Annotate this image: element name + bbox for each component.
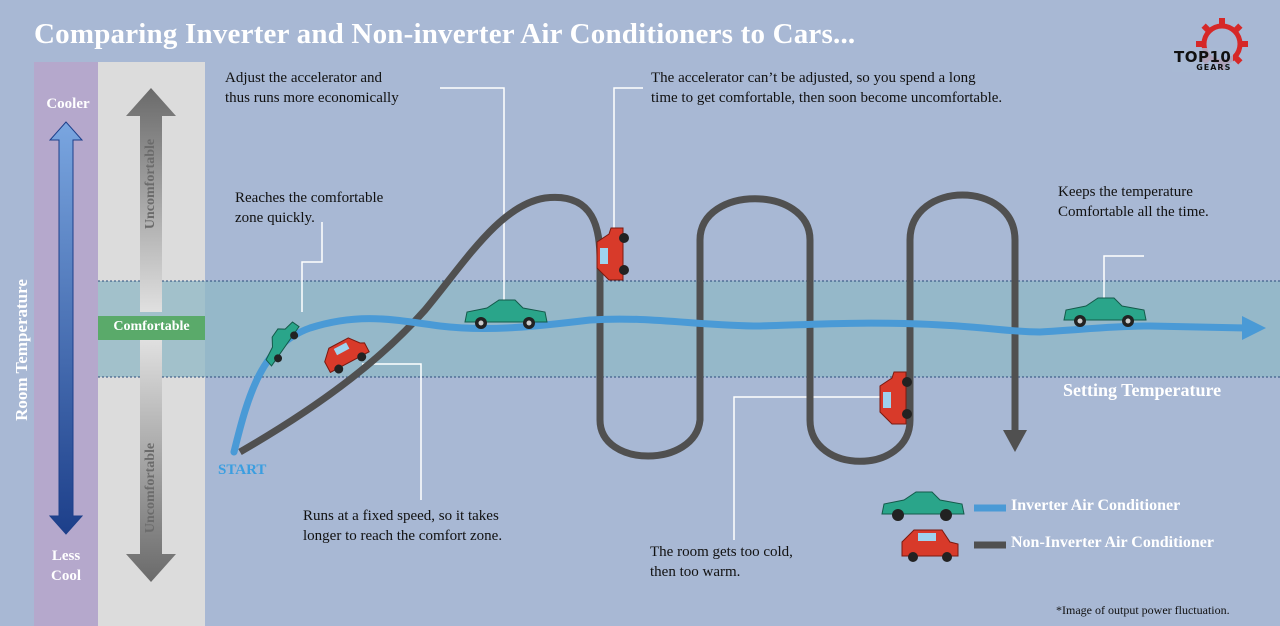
legend-non-inverter-car-icon xyxy=(901,529,959,562)
annotation-keeps-line2: Comfortable all the time. xyxy=(1058,204,1209,220)
annotation-fixed-speed: Runs at a fixed speed, so it takes longe… xyxy=(303,506,502,546)
annotation-adjust-line2: thus runs more economically xyxy=(225,90,399,106)
axis-bottom-label-line2: Cool xyxy=(51,568,81,584)
comfortable-label: Comfortable xyxy=(113,319,190,334)
red-car-descending xyxy=(596,227,629,281)
legend-inverter-label: Inverter Air Conditioner xyxy=(1011,497,1181,514)
annotation-fixed-line2: longer to reach the comfort zone. xyxy=(303,528,503,544)
page-title: Comparing Inverter and Non-inverter Air … xyxy=(34,18,856,50)
annotation-reaches-line2: zone quickly. xyxy=(235,210,315,226)
inverter-line xyxy=(230,315,1250,456)
comfortable-badge xyxy=(98,316,205,340)
annotation-adjust: Adjust the accelerator and thus runs mor… xyxy=(225,68,399,108)
logo-sub-text: GEARS xyxy=(1196,63,1232,72)
axis-bottom-label-line1: Less xyxy=(51,548,81,564)
annotation-cant-adjust-line1: The accelerator can’t be adjusted, so yo… xyxy=(651,70,976,86)
annotation-connectors xyxy=(301,87,1144,540)
annotation-adjust-line1: Adjust the accelerator and xyxy=(225,70,383,86)
annotation-keeps: Keeps the temperature Comfortable all th… xyxy=(1058,182,1209,222)
green-car-steady xyxy=(1063,297,1147,327)
uncomfortable-double-arrow xyxy=(126,88,176,582)
annotation-keeps-line1: Keeps the temperature xyxy=(1058,184,1193,200)
footnote: *Image of output power fluctuation. xyxy=(1056,603,1230,617)
annotation-cant-adjust-line2: time to get comfortable, then soon becom… xyxy=(651,90,1003,106)
setting-temperature-label: Setting Temperature xyxy=(1063,380,1222,400)
annotation-too-cold: The room gets too cold, then too warm. xyxy=(650,542,793,582)
legend-non-inverter-label: Non-Inverter Air Conditioner xyxy=(1011,534,1214,551)
red-car-climbing xyxy=(324,337,370,374)
start-label: START xyxy=(218,462,267,478)
green-car-comfort xyxy=(464,299,548,329)
green-car-climbing xyxy=(265,321,300,367)
annotation-cold-line2: then too warm. xyxy=(650,564,741,580)
logo-main-text: TOP10 xyxy=(1174,48,1232,66)
legend-inverter-car-icon xyxy=(881,491,965,521)
annotation-cant-adjust: The accelerator can’t be adjusted, so yo… xyxy=(651,68,1002,108)
non-inverter-line xyxy=(238,191,1019,465)
non-inverter-arrowhead xyxy=(1003,430,1027,452)
uncomfortable-top-label: Uncomfortable xyxy=(143,138,158,230)
temperature-double-arrow xyxy=(48,121,84,535)
annotation-cold-line1: The room gets too cold, xyxy=(650,544,793,560)
red-car-rising xyxy=(879,371,912,425)
annotation-reaches: Reaches the comfortable zone quickly. xyxy=(235,188,383,228)
annotation-reaches-line1: Reaches the comfortable xyxy=(235,190,384,206)
room-temperature-label: Room Temperature xyxy=(12,279,31,421)
axis-top-label: Cooler xyxy=(46,96,90,112)
inverter-arrowhead xyxy=(1242,316,1266,340)
annotation-fixed-line1: Runs at a fixed speed, so it takes xyxy=(303,508,499,524)
logo: TOP10 GEARS xyxy=(1172,48,1234,72)
uncomfortable-bottom-label: Uncomfortable xyxy=(143,442,158,534)
